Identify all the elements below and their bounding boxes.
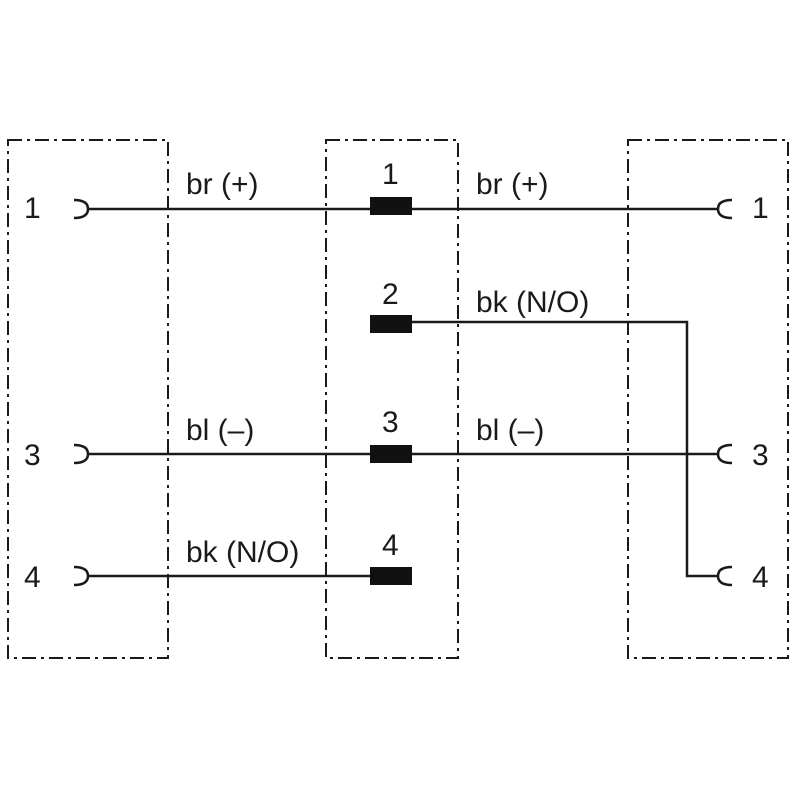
center-splitter-box <box>325 139 459 659</box>
left-pin-4-socket-icon <box>73 565 90 587</box>
left-connector-box <box>7 139 169 659</box>
center-pin-1-number: 1 <box>382 158 399 191</box>
center-pin-3-contact <box>370 445 412 463</box>
left-pin-3-socket-icon <box>73 443 90 465</box>
right-pin-4-socket-icon <box>716 565 733 587</box>
center-pin-4-contact <box>370 567 412 585</box>
wire-label-right-3: bl (–) <box>476 414 544 447</box>
center-pin-2-contact <box>370 315 412 333</box>
left-pin-1-socket-icon <box>73 198 90 220</box>
left-pin-4-number: 4 <box>24 561 41 594</box>
right-pin-3-socket-icon <box>716 443 733 465</box>
wire-label-right-2: bk (N/O) <box>476 286 589 319</box>
center-pin-1-contact <box>370 197 412 215</box>
wire-label-left-3: bl (–) <box>186 414 254 447</box>
left-pin-3-number: 3 <box>24 439 41 472</box>
center-pin-3-number: 3 <box>382 406 399 439</box>
wire-label-left-4: bk (N/O) <box>186 536 299 569</box>
right-pin-3-number: 3 <box>752 439 769 472</box>
center-pin-2-number: 2 <box>382 278 399 311</box>
wire-label-left-1: br (+) <box>186 168 259 201</box>
wire-right-2-to-4 <box>412 320 718 578</box>
left-pin-1-number: 1 <box>24 192 41 225</box>
right-pin-4-number: 4 <box>752 561 769 594</box>
right-pin-1-socket-icon <box>716 198 733 220</box>
wire-label-right-1: br (+) <box>476 168 549 201</box>
right-pin-1-number: 1 <box>752 192 769 225</box>
right-connector-box <box>627 139 789 659</box>
center-pin-4-number: 4 <box>382 529 399 562</box>
